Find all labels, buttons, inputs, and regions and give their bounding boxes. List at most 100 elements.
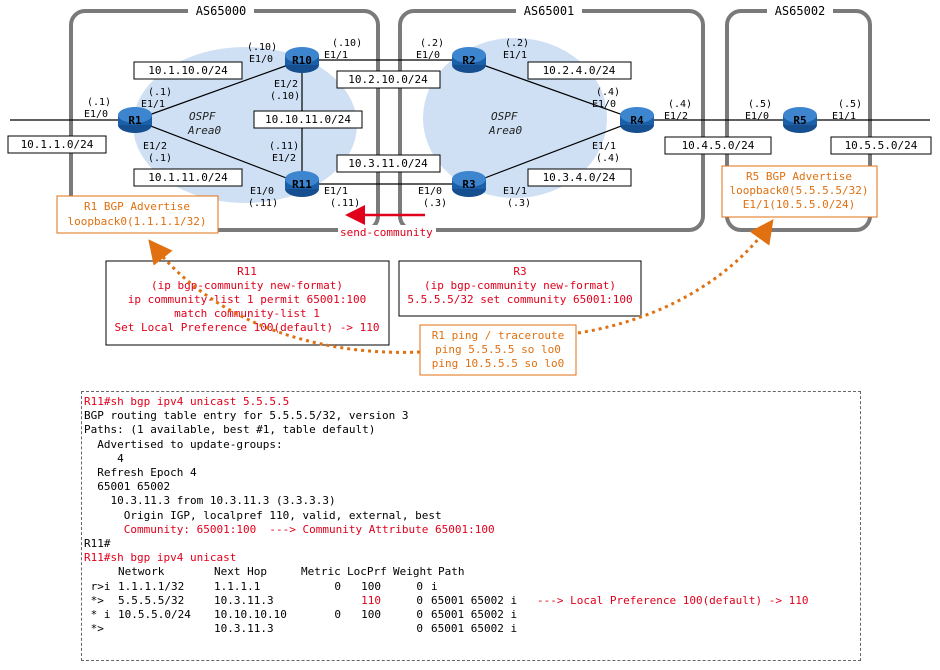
r11-config-line: (ip bgp-community new-format) — [151, 279, 343, 292]
cell-metric: 0 — [334, 608, 341, 622]
cell-path: 65001 65002 i — [431, 622, 518, 636]
if-label: E1/0 — [416, 50, 440, 61]
router-r2[interactable]: R2 — [452, 47, 486, 73]
cell-status: *> — [84, 622, 104, 636]
if-label: (.5) — [838, 99, 862, 110]
cell-nexthop: 10.3.11.3 — [214, 593, 274, 607]
cell-metric: 0 — [334, 579, 341, 593]
r11-config-line: Set Local Preference 100(default) -> 110 — [115, 321, 380, 334]
cli-line: 10.3.11.3 from 10.3.11.3 (3.3.3.3) — [84, 494, 336, 508]
r11-config-line: ip community-list 1 permit 65001:100 — [128, 293, 366, 306]
if-label: (.1) — [148, 87, 172, 98]
if-label: E1/1 — [141, 99, 165, 110]
cli-line: Origin IGP, localpref 110, valid, extern… — [84, 508, 442, 522]
r1-advertise-note — [56, 195, 219, 234]
if-label: E1/2 — [272, 153, 296, 164]
if-label: E1/1 — [592, 141, 616, 152]
if-label: E1/0 — [592, 99, 616, 110]
router-r4[interactable]: R4 — [620, 107, 654, 133]
ping-note-line: ping 5.5.5.5 so lo0 — [435, 343, 561, 356]
as65001-title: AS65001 — [524, 4, 575, 18]
ping-note-line: R1 ping / traceroute — [432, 329, 564, 342]
if-label: E1/2 — [664, 111, 688, 122]
cli-line: Refresh Epoch 4 — [84, 466, 197, 480]
router-r3[interactable]: R3 — [452, 171, 486, 197]
r3-config-line: R3 — [513, 265, 526, 278]
col-header: Path — [438, 565, 465, 579]
ospf-label-right: OSPF — [491, 110, 518, 123]
r11-config-box — [105, 260, 390, 346]
router-r11-label: R11 — [292, 178, 312, 191]
interface-labels: (.1) E1/0 (.1) E1/1 E1/2 (.1) (.10) E1/0… — [84, 38, 862, 209]
router-r1[interactable]: R1 — [118, 107, 152, 133]
cell-locpref-note: ---> Local Preference 100(default) -> 11… — [537, 593, 809, 607]
r1-note-line: loopback0(1.1.1.1/32) — [67, 215, 206, 228]
cell-nexthop: 10.3.11.3 — [214, 622, 274, 636]
col-header: Next Hop — [214, 565, 267, 579]
router-r3-label: R3 — [462, 178, 475, 191]
subnet-10-3-4-0: 10.3.4.0/24 — [543, 171, 616, 184]
cli-line: Advertised to update-groups: — [84, 437, 283, 451]
if-label: (.11) — [269, 141, 299, 152]
if-label: (.11) — [330, 198, 360, 209]
router-r10-label: R10 — [292, 54, 312, 67]
ospf-area-left — [133, 47, 357, 203]
cli-prompt: R11# — [84, 537, 111, 551]
if-label: (.4) — [596, 87, 620, 98]
links — [10, 59, 930, 185]
ping-path-to-r1 — [148, 239, 421, 354]
r3-config-line: (ip bgp-community new-format) — [424, 279, 616, 292]
subnet-10-2-4-0: 10.2.4.0/24 — [543, 64, 616, 77]
cli-command: R11#sh bgp ipv4 unicast — [84, 551, 237, 565]
if-label: E1/1 — [324, 186, 348, 197]
if-label: (.2) — [505, 38, 529, 49]
cell-weight: 0 — [416, 622, 423, 636]
if-label: E1/1 — [324, 50, 348, 61]
router-r10[interactable]: R10 — [285, 47, 319, 73]
cell-weight: 0 — [416, 608, 423, 622]
r3-config-line: 5.5.5.5/32 set community 65001:100 — [407, 293, 632, 306]
cli-line: BGP routing table entry for 5.5.5.5/32, … — [84, 409, 409, 423]
cli-line: Paths: (1 available, best #1, table defa… — [84, 423, 376, 437]
cell-weight: 0 — [416, 579, 423, 593]
cell-status: *> — [84, 593, 104, 607]
col-header: LocPrf — [347, 565, 387, 579]
if-label: (.4) — [596, 153, 620, 164]
as65000-title: AS65000 — [196, 4, 247, 18]
r11-config-line: R11 — [237, 265, 257, 278]
cli-community-line: Community: 65001:100 ---> Community Attr… — [84, 522, 495, 536]
ping-note — [419, 324, 577, 376]
cell-status: r>i — [84, 579, 111, 593]
cli-command: R11#sh bgp ipv4 unicast 5.5.5.5 — [84, 395, 290, 408]
if-label: (.1) — [87, 97, 111, 108]
router-r11[interactable]: R11 — [285, 171, 319, 197]
cell-nexthop: 1.1.1.1 — [214, 579, 261, 593]
if-label: (.10) — [247, 42, 277, 53]
if-label: (.11) — [248, 198, 278, 209]
ping-note-line: ping 10.5.5.5 so lo0 — [432, 357, 564, 370]
router-r1-label: R1 — [128, 114, 142, 127]
subnet-10-1-1-0: 10.1.1.0/24 — [21, 138, 94, 151]
cell-path: 65001 65002 i — [431, 608, 518, 622]
if-label: (.5) — [748, 99, 772, 110]
if-label: (.2) — [420, 38, 444, 49]
if-label: E1/0 — [249, 54, 273, 65]
cell-weight: 0 — [416, 593, 423, 607]
cli-line: 65001 65002 — [84, 480, 171, 494]
r5-advertise-note — [721, 165, 878, 218]
subnet-10-1-11-0: 10.1.11.0/24 — [148, 171, 228, 184]
if-label: E1/1 — [503, 186, 527, 197]
cell-locprf: 100 — [361, 608, 381, 622]
if-label: E1/1 — [503, 50, 527, 61]
cell-path: i — [431, 579, 438, 593]
if-label: (.10) — [270, 91, 300, 102]
send-community-label: send-community — [340, 226, 433, 239]
router-r5[interactable]: R5 — [783, 107, 817, 133]
subnet-10-10-11-0: 10.10.11.0/24 — [265, 113, 351, 126]
ospf-area-left-label: Area0 — [187, 124, 221, 137]
bgp-table-row: *> 10.3.11.3 0 65001 65002 i — [84, 622, 860, 636]
network-diagram: AS65000 AS65001 AS65002 OSPF Area0 OSPF … — [7, 3, 932, 376]
